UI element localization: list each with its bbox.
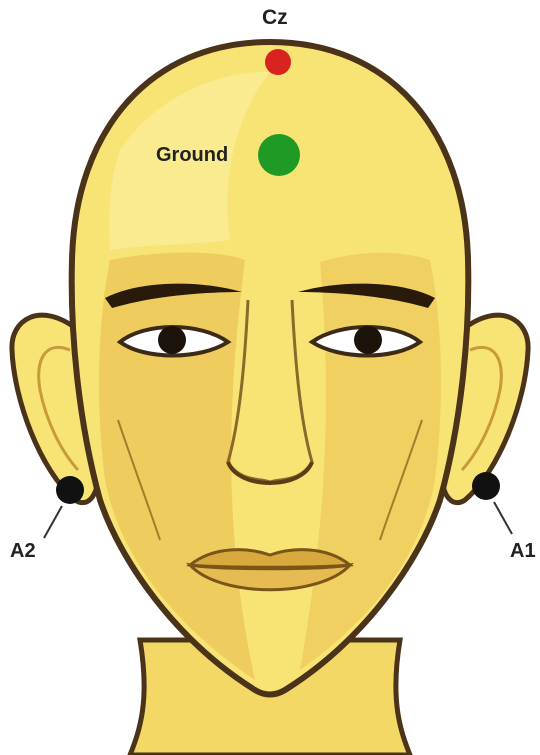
a2-label: A2 <box>10 540 36 563</box>
left-pupil <box>158 326 186 354</box>
a1-electrode <box>472 472 500 500</box>
a1-label: A1 <box>510 540 536 563</box>
a2-leader-line <box>44 506 62 538</box>
cz-electrode <box>265 49 291 75</box>
cz-label: Cz <box>262 6 288 30</box>
right-pupil <box>354 326 382 354</box>
ground-electrode <box>258 134 300 176</box>
a2-electrode <box>56 476 84 504</box>
ground-label: Ground <box>156 144 228 167</box>
a1-leader-line <box>494 502 512 534</box>
